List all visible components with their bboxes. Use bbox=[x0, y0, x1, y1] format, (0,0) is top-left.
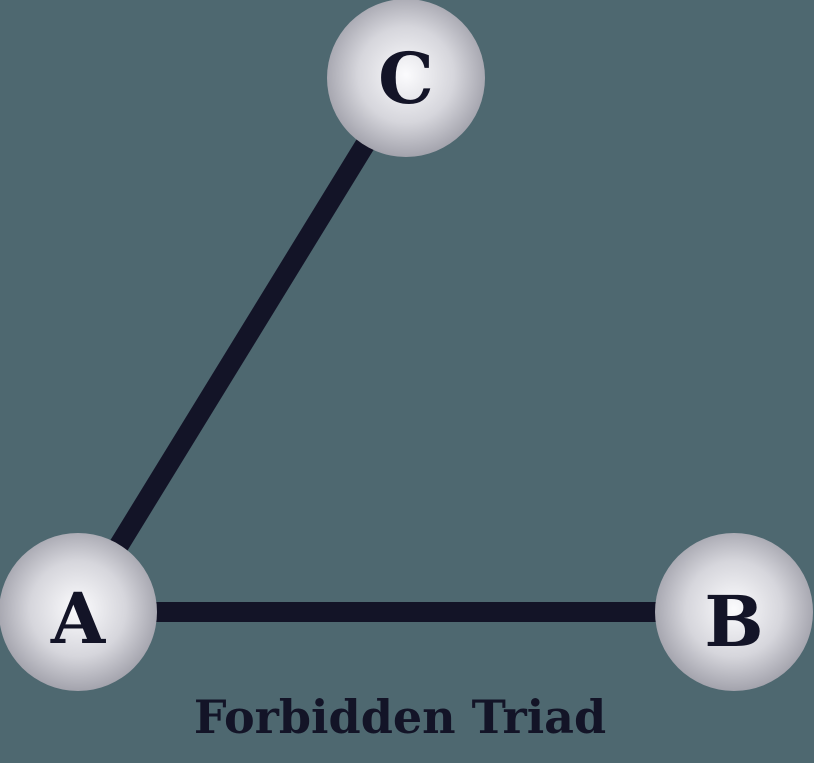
node-b: B bbox=[655, 533, 813, 691]
node-c-label: C bbox=[378, 37, 434, 120]
diagram-title: Forbidden Triad bbox=[194, 690, 606, 744]
node-b-label: B bbox=[704, 580, 763, 663]
node-c: C bbox=[327, 0, 485, 157]
node-a-label: A bbox=[50, 577, 107, 660]
node-a: A bbox=[0, 533, 157, 691]
edge-a-c bbox=[69, 72, 415, 618]
